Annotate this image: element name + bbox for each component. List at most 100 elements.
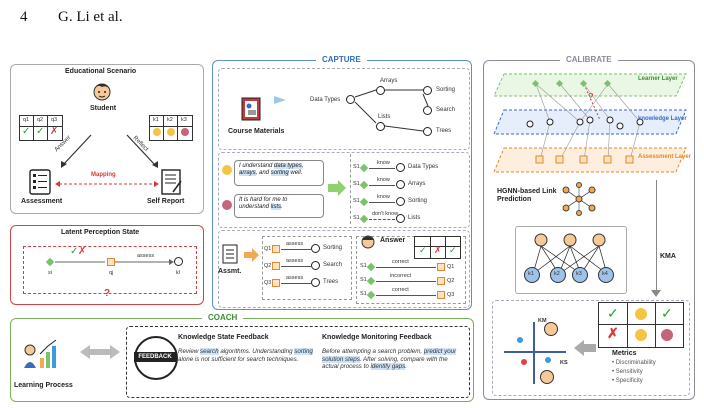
metric-item: • Specificity — [612, 378, 643, 384]
kma-connector — [656, 180, 657, 294]
answer-rows — [356, 236, 466, 304]
check-icon: ✓ — [419, 245, 427, 255]
row-rel: know — [377, 194, 390, 200]
ks-feedback-text: Review search algorithms. Understanding … — [178, 348, 313, 363]
bulb-icon — [222, 165, 232, 175]
bulb-icon — [167, 128, 175, 136]
k2-label: k2 — [554, 271, 560, 277]
row-s: S1 — [360, 277, 367, 283]
answer-reflect-arrows — [61, 134, 158, 168]
confused-icon — [222, 200, 232, 210]
coach-title: COACH — [202, 313, 244, 322]
row-k: Arrays — [408, 181, 426, 187]
latent-dashed-frame — [23, 246, 197, 294]
tree-node-search: Search — [436, 107, 456, 113]
latent-title: Latent Perception State — [61, 229, 140, 236]
answer-grid: q1 q2 q3 ✓ ✓ ✗ — [19, 115, 63, 141]
knowledge-node — [396, 180, 405, 189]
row-q: Q1 — [447, 264, 455, 270]
k1-label: k1 — [528, 271, 534, 277]
row-rel: correct — [392, 259, 409, 265]
assess-label: assess — [137, 253, 155, 259]
learning-process-label: Learning Process — [14, 382, 73, 389]
tree-node-circle — [423, 86, 432, 95]
feedback-badge: FEEDBACK — [134, 336, 178, 380]
k3-label: k3 — [181, 117, 187, 123]
learning-process-icon — [24, 339, 57, 368]
question-node — [437, 291, 445, 299]
assmt-label: Assmt. — [218, 268, 242, 275]
self-report-icon — [161, 169, 182, 195]
question-node — [272, 262, 280, 270]
k-label: kl — [176, 270, 180, 276]
km-feedback-title: Knowledge Monitoring Feedback — [322, 334, 432, 341]
mapping-arrow — [55, 181, 159, 187]
confused-icon — [661, 329, 673, 341]
left-arrow — [574, 340, 596, 356]
course-materials-box — [218, 68, 470, 150]
row-k: Sorting — [323, 245, 343, 251]
check-icon: ✓ — [22, 126, 31, 137]
capture-title: CAPTURE — [316, 55, 367, 64]
cross-icon: ✗ — [78, 246, 87, 257]
assessment-sheet-icon — [222, 244, 238, 264]
tree-node-circle — [423, 106, 432, 115]
tree-node-circle — [423, 127, 432, 136]
s-label: si — [48, 270, 52, 276]
q3-label: q3 — [51, 117, 58, 123]
row-s: S1 — [360, 291, 367, 297]
row-rel: assess — [286, 275, 304, 281]
metric-item: • Discriminability — [612, 360, 656, 366]
tree-edges — [274, 89, 429, 132]
bulb-icon — [635, 308, 647, 320]
bulb-icon — [635, 329, 647, 341]
running-head-authors: G. Li et al. — [58, 9, 123, 25]
scenario-title: Educational Scenario — [65, 68, 137, 75]
down-arrow — [651, 290, 661, 297]
question-node — [437, 263, 445, 271]
assessment-label: Assessment — [21, 198, 63, 205]
kma-label: KMA — [660, 253, 676, 260]
self-report-bubble-2: It is hard for me to understand lists. — [234, 194, 324, 218]
knowledge-node — [174, 257, 183, 266]
check-icon: ✓ — [70, 246, 79, 257]
check-icon: ✓ — [607, 305, 619, 321]
hypergraph-layers: ? — [493, 73, 687, 173]
course-materials-label: Course Materials — [228, 128, 285, 135]
self-report-label: Self Report — [147, 198, 185, 205]
km-ks-quadrant — [504, 322, 566, 384]
neural-network-icon — [562, 182, 596, 216]
metrics-box — [492, 300, 690, 396]
knowledge-layer-label: knowledge Layer — [638, 116, 687, 122]
metrics-title: Metrics — [612, 350, 637, 357]
row-k: Search — [323, 262, 343, 268]
k1-label: k1 — [153, 117, 159, 123]
knowledge-node — [396, 197, 405, 206]
tree-node-sorting: Sorting — [436, 87, 456, 93]
tree-node-arrays: Arrays — [380, 78, 398, 84]
k3-node — [572, 267, 588, 283]
tree-node-lists: Lists — [378, 114, 391, 120]
row-rel: know — [377, 177, 390, 183]
knowledge-node — [396, 163, 405, 172]
calibrate-title: CALIBRATE — [560, 55, 618, 64]
student-label: Student — [90, 105, 117, 112]
assessment-layer-label: Assessment Layer — [638, 154, 692, 160]
cross-icon: ✗ — [434, 245, 442, 255]
avatar — [540, 370, 554, 384]
row-s: S1 — [353, 198, 360, 204]
check-icon: ✓ — [449, 245, 457, 255]
student-avatar-icon — [93, 83, 111, 101]
answer-label: Answer — [380, 237, 406, 244]
row-rel: incorrect — [390, 273, 412, 279]
avatar — [544, 322, 558, 336]
k2-label: k2 — [167, 117, 173, 123]
feedback-badge-text: FEEDBACK — [134, 352, 176, 362]
k2-node — [550, 267, 566, 283]
bidirectional-arrow — [80, 345, 120, 359]
self-report-box — [218, 152, 470, 228]
confused-icon — [181, 128, 189, 136]
question-mark: ? — [104, 288, 111, 299]
row-rel: don't know — [372, 211, 399, 217]
tree-node-circle — [376, 122, 385, 131]
